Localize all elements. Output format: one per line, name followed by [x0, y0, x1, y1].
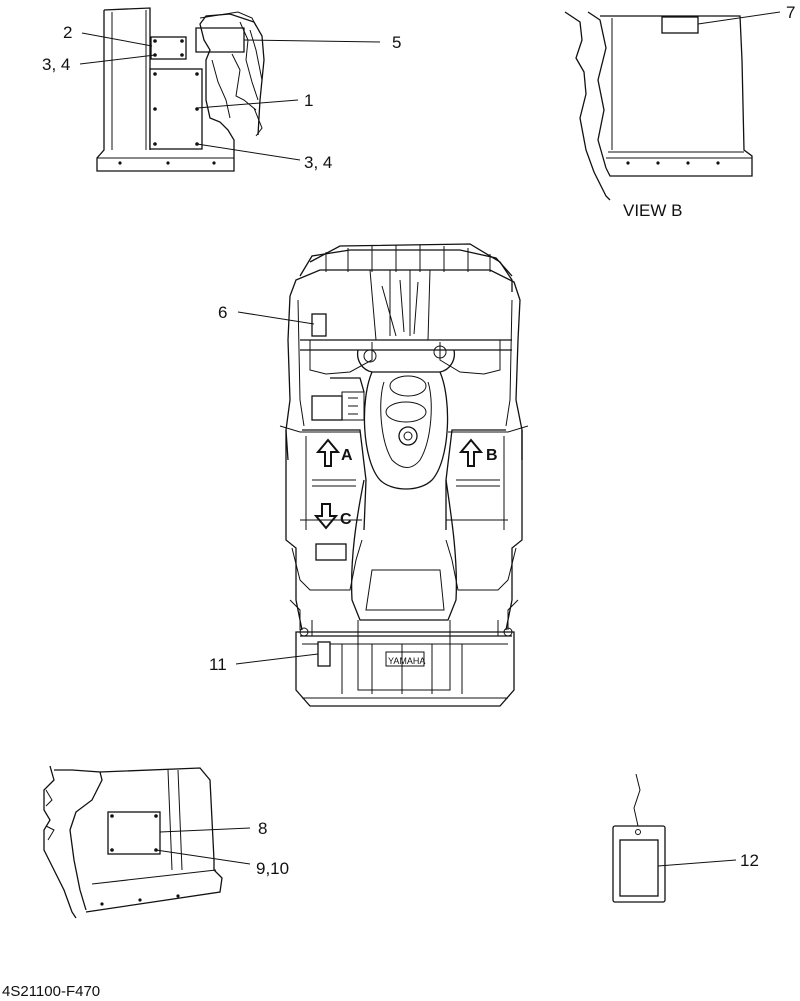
arrow-c-label: C — [340, 511, 352, 528]
callout-2: 2 — [63, 23, 72, 42]
arrow-a-label: A — [341, 447, 353, 464]
callout-6: 6 — [218, 303, 227, 322]
tag-string — [633, 773, 641, 827]
view-b-label: VIEW B — [623, 201, 683, 220]
atv-top-view: YAMAHA — [235, 243, 529, 707]
view-b-fender — [564, 11, 781, 201]
label-8-sticker — [107, 811, 161, 855]
label-12-tag — [612, 825, 666, 903]
label-1-sticker — [149, 68, 203, 150]
callout-12: 12 — [740, 851, 759, 870]
rear-fender-view — [43, 765, 251, 919]
brand-mark: YAMAHA — [388, 656, 425, 666]
callout-7: 7 — [786, 3, 795, 22]
front-fender-view — [79, 7, 381, 172]
callout-11: 11 — [209, 655, 227, 674]
hang-tag — [612, 773, 737, 903]
label-6-sticker — [311, 313, 327, 337]
callout-5: 5 — [392, 33, 401, 52]
callout-1: 1 — [304, 91, 313, 110]
arrow-c-icon — [313, 503, 339, 530]
callout-9-10: 9,10 — [256, 859, 289, 878]
callout-3-4-upper: 3, 4 — [42, 55, 70, 74]
arrow-b-icon — [458, 438, 484, 467]
label-11-sticker — [317, 641, 331, 667]
label-7-sticker — [661, 16, 699, 34]
arrow-b-label: B — [486, 447, 498, 464]
drawing-code: 4S21100-F470 — [2, 983, 100, 1000]
callout-3-4-lower: 3, 4 — [304, 153, 332, 172]
label-2-sticker — [150, 36, 187, 60]
arrow-a-icon — [315, 438, 341, 467]
callout-8: 8 — [258, 819, 267, 838]
